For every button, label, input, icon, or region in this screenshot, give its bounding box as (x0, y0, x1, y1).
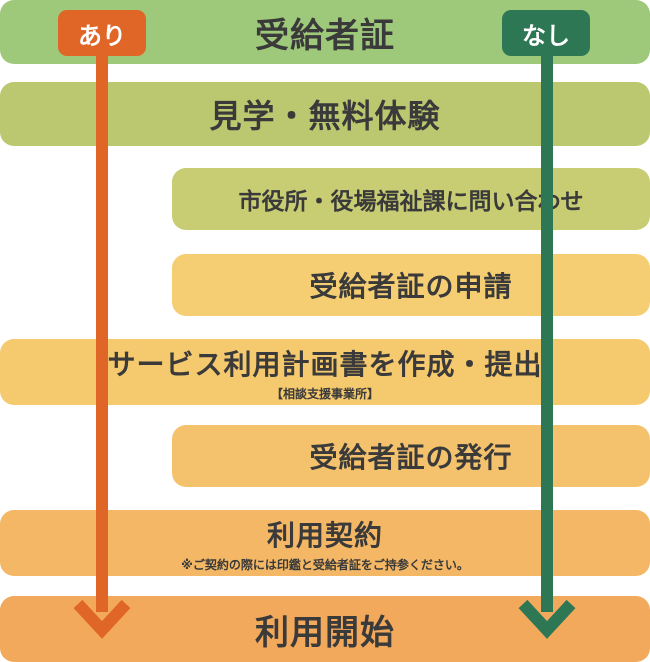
step-label: 受給者証の申請 (309, 270, 513, 303)
step-apply: 受給者証の申請 (172, 254, 650, 316)
step-label: 利用契約 (266, 518, 383, 552)
step-note: ※ご契約の際には印鑑と受給者証をご持参ください。 (181, 557, 469, 572)
yes-flow-line (96, 52, 108, 612)
no-label: なし (522, 21, 570, 50)
no-flow-line (541, 52, 553, 612)
step-label: サービス利用計画書を作成・提出 (107, 347, 543, 381)
yes-badge: あり (58, 10, 146, 56)
no-badge: なし (502, 10, 590, 56)
step-label: 見学・無料体験 (209, 97, 441, 135)
step-inquiry: 市役所・役場福祉課に問い合わせ (172, 168, 650, 230)
step-note: 【相談支援事業所】 (270, 386, 379, 401)
header-title: 受給者証 (255, 15, 395, 56)
step-issue: 受給者証の発行 (172, 425, 650, 487)
step-label: 利用開始 (255, 612, 395, 653)
step-label: 受給者証の発行 (309, 441, 513, 474)
no-arrow-head (518, 599, 576, 639)
yes-label: あり (78, 21, 126, 50)
step-label: 市役所・役場福祉課に問い合わせ (238, 189, 584, 215)
yes-arrow-head (73, 599, 131, 639)
